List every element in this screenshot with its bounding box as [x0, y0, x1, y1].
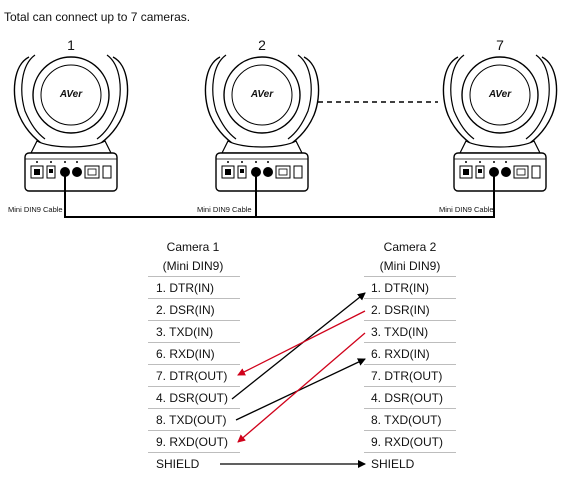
cable-label-2: Mini DIN9 Cable	[197, 205, 252, 214]
camera2-pin: 7. DTR(OUT)	[371, 369, 443, 383]
pin-divider	[364, 408, 456, 409]
camera1-pin: SHIELD	[156, 457, 200, 471]
camera-number-7: 7	[496, 37, 504, 53]
pin-divider	[364, 430, 456, 431]
camera1-pin: 2. DSR(IN)	[156, 303, 215, 317]
camera2-pin: 4. DSR(OUT)	[371, 391, 443, 405]
intro-text: Total can connect up to 7 cameras.	[4, 10, 191, 24]
camera1-pin: 1. DTR(IN)	[156, 281, 214, 295]
pin-divider	[148, 298, 240, 299]
pin-divider	[364, 386, 456, 387]
cable-label-7: Mini DIN9 Cable	[439, 205, 494, 214]
pin-divider	[148, 342, 240, 343]
camera1-pin: 8. TXD(OUT)	[156, 413, 227, 427]
camera1-pin: 4. DSR(OUT)	[156, 391, 228, 405]
pin-divider	[148, 386, 240, 387]
pin-divider	[148, 452, 240, 453]
wire-dsr-out-to-dtr-in	[237, 310, 366, 376]
camera-number-2: 2	[258, 37, 266, 53]
camera1-subtitle: (Mini DIN9)	[162, 259, 224, 273]
pin-divider	[364, 364, 456, 365]
camera1-pin: 6. RXD(IN)	[156, 347, 215, 361]
camera2-subtitle: (Mini DIN9)	[379, 259, 441, 273]
aver-logo: AVer	[250, 89, 274, 100]
camera2-pin: 3. TXD(IN)	[371, 325, 429, 339]
camera2-pin: 2. DSR(IN)	[371, 303, 430, 317]
camera1-pin: 9. RXD(OUT)	[156, 435, 228, 449]
camera-1-illustration	[13, 54, 129, 192]
wire-txd-out-to-rxd-in	[235, 358, 366, 421]
camera1-pin: 3. TXD(IN)	[156, 325, 214, 339]
camera-number-1: 1	[67, 37, 75, 53]
camera2-pin: 6. RXD(IN)	[371, 347, 430, 361]
camera2-pin: SHIELD	[371, 457, 415, 471]
pin-divider	[364, 320, 456, 321]
daisy-chain-cable	[64, 175, 495, 218]
pin-divider	[364, 298, 456, 299]
camera2-pin: 1. DTR(IN)	[371, 281, 429, 295]
camera2-pin: 9. RXD(OUT)	[371, 435, 443, 449]
wire-rxd-out-to-txd-in	[237, 332, 366, 443]
pin-divider	[148, 408, 240, 409]
camera-2-illustration	[204, 54, 320, 192]
camera2-title: Camera 2	[383, 240, 437, 254]
pin-divider	[364, 342, 456, 343]
aver-logo: AVer	[59, 89, 83, 100]
wire-dtr-out-to-dsr-in	[231, 292, 366, 400]
cable-label-1: Mini DIN9 Cable	[8, 205, 63, 214]
pin-divider	[364, 452, 456, 453]
aver-logo: AVer	[488, 89, 512, 100]
camera1-pin: 7. DTR(OUT)	[156, 369, 228, 383]
pin-divider	[148, 430, 240, 431]
camera2-divider	[364, 276, 456, 277]
pin-divider	[148, 320, 240, 321]
camera1-divider	[148, 276, 240, 277]
pin-divider	[148, 364, 240, 365]
camera-7-illustration	[442, 54, 558, 192]
camera1-title: Camera 1	[166, 240, 220, 254]
camera2-pin: 8. TXD(OUT)	[371, 413, 442, 427]
